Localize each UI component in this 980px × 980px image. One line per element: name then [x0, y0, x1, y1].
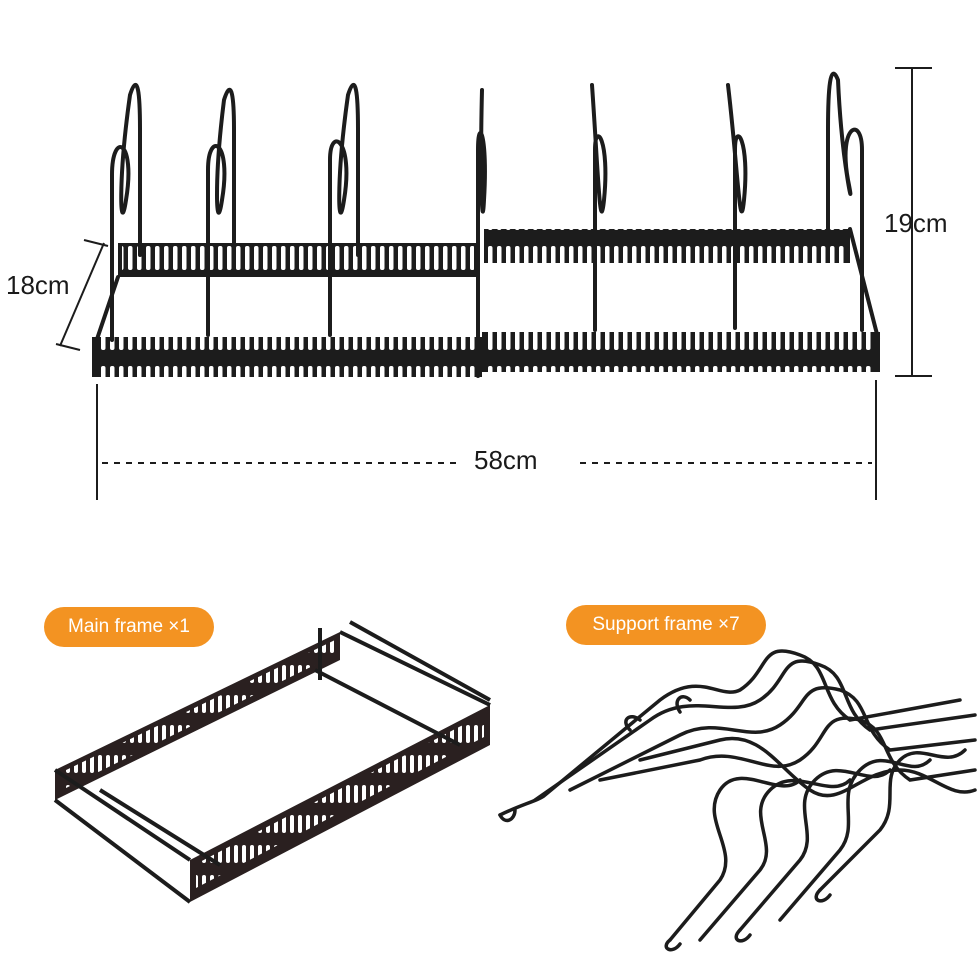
support-frame-badge: Support frame ×7	[566, 605, 766, 645]
rack-back-rail	[118, 229, 850, 277]
height-label: 19cm	[884, 208, 948, 238]
width-label: 58cm	[474, 445, 538, 475]
rack-front-rail	[92, 332, 880, 377]
rack-dividers	[110, 71, 864, 342]
main-frame-badge: Main frame ×1	[44, 607, 214, 647]
depth-label: 18cm	[6, 270, 70, 300]
main-frame-illustration	[53, 620, 491, 904]
support-frames-illustration	[498, 649, 977, 952]
dimension-lines	[55, 67, 932, 500]
assembled-rack	[92, 71, 880, 378]
